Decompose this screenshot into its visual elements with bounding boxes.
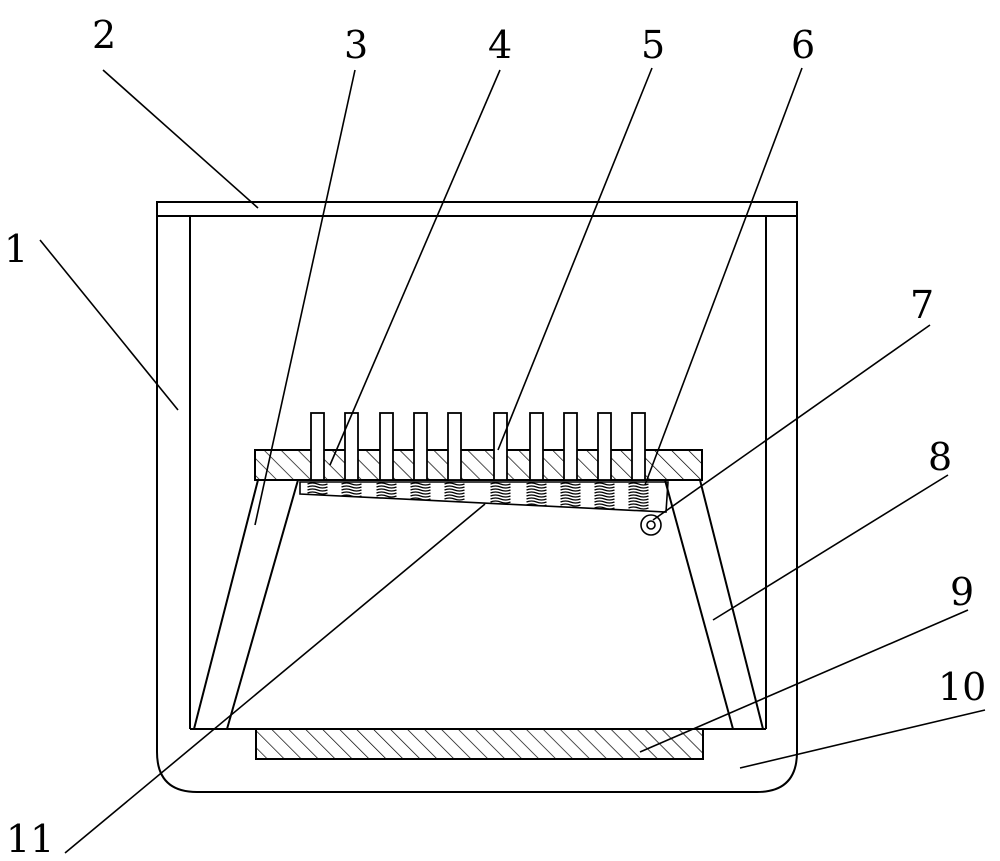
label-1: 1 (4, 227, 28, 271)
spring-6 (490, 482, 511, 504)
label-8: 8 (928, 435, 952, 479)
pin-1 (310, 412, 325, 481)
spring-7 (526, 482, 547, 507)
top-lid (156, 201, 798, 217)
spring-5 (444, 482, 465, 501)
spring-row (307, 482, 649, 510)
spring-10 (628, 482, 649, 510)
right-support-strut (663, 479, 765, 730)
pivot-outer (640, 514, 662, 536)
leader-10 (739, 709, 986, 769)
leader-9 (639, 609, 969, 753)
spring-3 (376, 482, 397, 498)
leader-3 (254, 69, 356, 526)
spring-9 (594, 482, 615, 510)
left-support-strut (192, 479, 300, 730)
bottom-plate (255, 728, 704, 760)
label-4: 4 (488, 23, 512, 67)
pin-9 (597, 412, 612, 481)
pin-7 (529, 412, 544, 481)
leader-7 (652, 324, 931, 521)
pin-6 (493, 412, 508, 481)
label-6: 6 (791, 23, 815, 67)
leader-6 (644, 67, 803, 486)
pin-4 (413, 412, 428, 481)
outer-housing (156, 202, 798, 793)
spring-2 (341, 482, 362, 498)
pin-row (310, 412, 646, 481)
leader-4 (329, 69, 501, 466)
spring-carrier-plate (299, 481, 669, 513)
leader-1 (39, 239, 179, 411)
label-11: 11 (6, 817, 54, 861)
pin-2 (344, 412, 359, 481)
spring-4 (410, 482, 431, 501)
pin-3 (379, 412, 394, 481)
leader-2 (102, 69, 259, 209)
leader-8 (712, 474, 949, 621)
leader-5 (497, 67, 653, 451)
label-9: 9 (950, 570, 974, 614)
pin-8 (563, 412, 578, 481)
label-3: 3 (344, 23, 368, 67)
spring-8 (560, 482, 581, 507)
label-7: 7 (910, 283, 934, 327)
pivot-inner (646, 520, 656, 530)
label-2: 2 (92, 13, 116, 57)
leader-11 (64, 503, 486, 854)
pin-5 (447, 412, 462, 481)
hatched-top-plate (254, 449, 703, 481)
label-10: 10 (938, 665, 986, 709)
label-5: 5 (641, 23, 665, 67)
pin-10 (631, 412, 646, 481)
spring-1 (307, 482, 328, 495)
leader-lines (39, 67, 986, 854)
